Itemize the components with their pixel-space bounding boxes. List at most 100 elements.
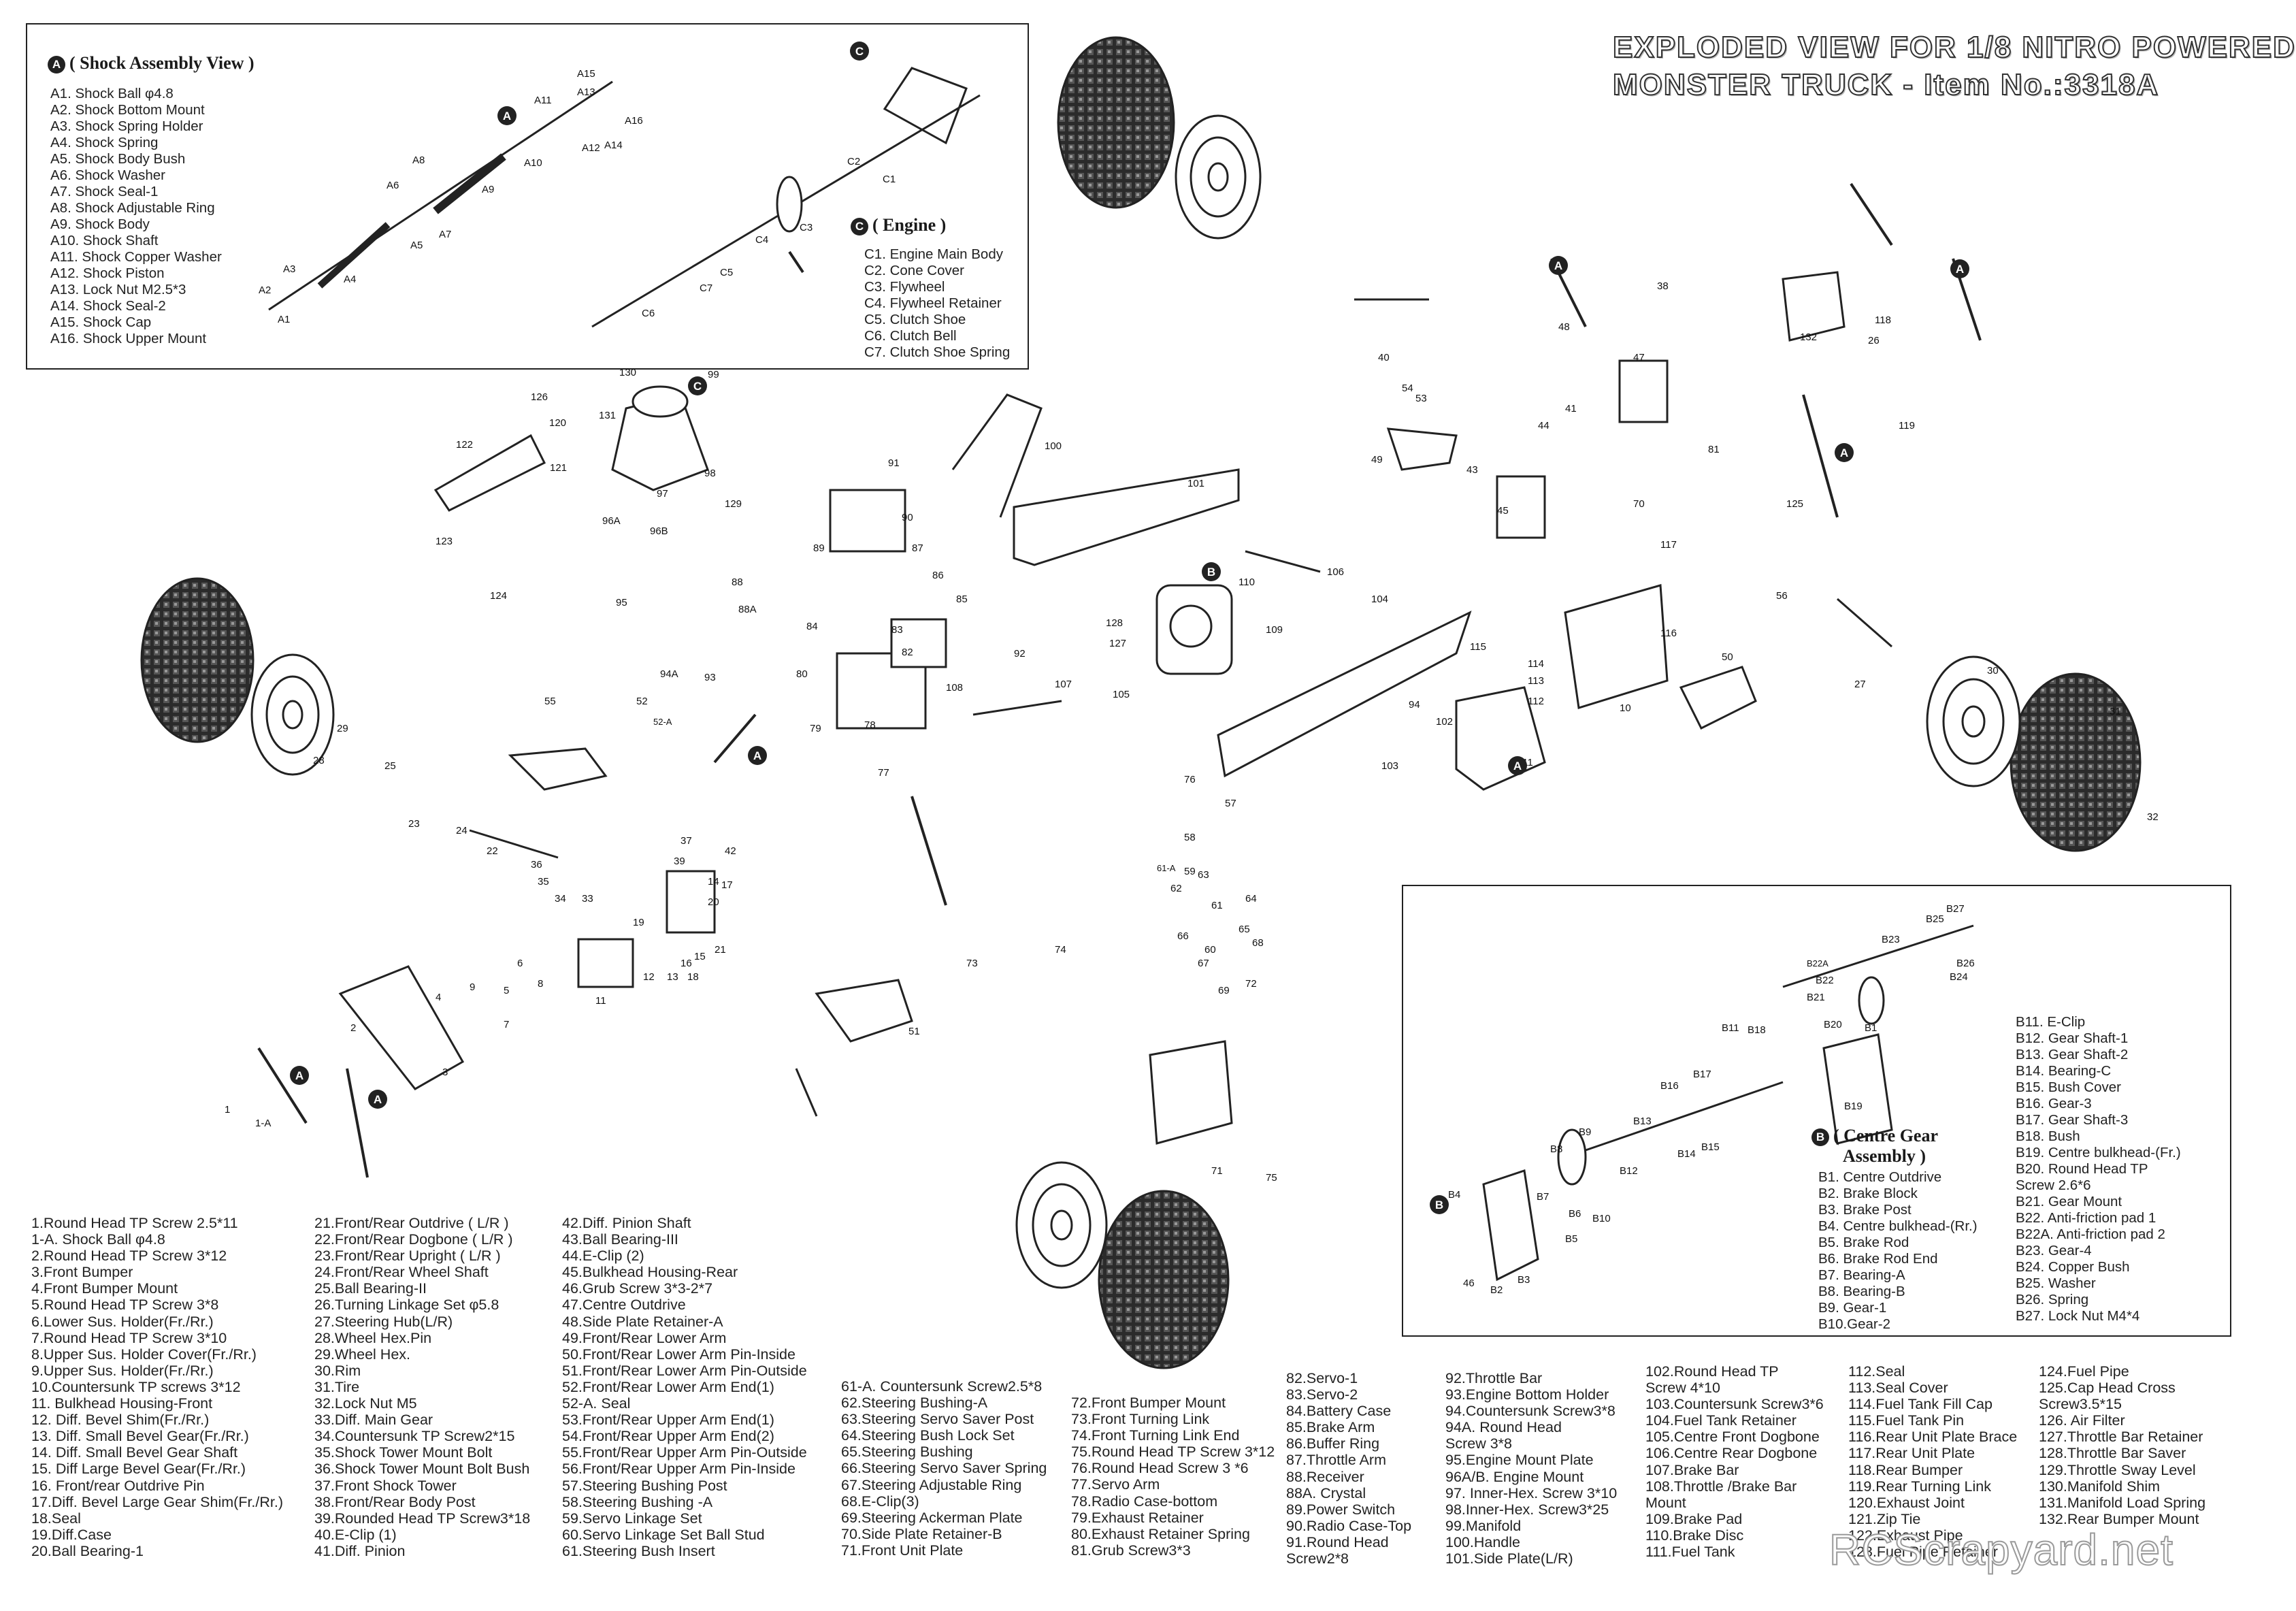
list-item: 32.Lock Nut M5	[314, 1395, 417, 1412]
list-item: A10. Shock Shaft	[50, 233, 159, 248]
list-item: 1-A. Shock Ball φ4.8	[31, 1231, 165, 1248]
callout-label: C4	[755, 234, 768, 246]
list-item: A3. Shock Spring Holder	[50, 118, 203, 134]
list-item: 86.Buffer Ring	[1286, 1435, 1380, 1452]
list-item: 10.Countersunk TP screws 3*12	[31, 1378, 241, 1395]
list-item: 101.Side Plate(L/R)	[1445, 1550, 1573, 1567]
list-item: 45.Bulkhead Housing-Rear	[562, 1264, 738, 1281]
callout-label: 20	[708, 896, 719, 908]
callout-label: 130	[619, 367, 636, 378]
callout-label: 21	[715, 944, 726, 956]
list-item: 22.Front/Rear Dogbone ( L/R )	[314, 1231, 513, 1248]
list-item: B21. Gear Mount	[2016, 1194, 2122, 1209]
list-item: 52.Front/Rear Lower Arm End(1)	[562, 1378, 774, 1395]
callout-label: 85	[956, 593, 968, 605]
list-item: C7. Clutch Shoe Spring	[864, 344, 1011, 360]
list-item: B8. Bearing-B	[1818, 1284, 1905, 1299]
callout-label: B13	[1633, 1116, 1652, 1127]
callout-label: A1	[278, 314, 290, 325]
callout-label: 52-A	[653, 717, 672, 727]
list-item: 63.Steering Servo Saver Post	[841, 1411, 1034, 1428]
shock-assembly-badge: A	[48, 56, 65, 74]
list-item: 69.Steering Ackerman Plate	[841, 1509, 1023, 1526]
list-item: A6. Shock Washer	[50, 167, 166, 183]
list-item: 84.Battery Case	[1286, 1403, 1392, 1420]
callout-label: 28	[313, 755, 325, 766]
list-item: A11. Shock Copper Washer	[50, 249, 222, 265]
callout-label: A11	[534, 95, 552, 106]
sub-assembly-marker-label: A	[1554, 259, 1562, 272]
sub-assembly-marker	[368, 1090, 387, 1109]
callout-label: 57	[1225, 798, 1236, 809]
list-item: 64.Steering Bush Lock Set	[841, 1427, 1015, 1444]
callout-label: A6	[387, 180, 399, 191]
list-item: 94A. Round Head	[1445, 1419, 1562, 1436]
list-item: B9. Gear-1	[1818, 1300, 1887, 1316]
engine-heading: C( Engine )	[851, 215, 946, 236]
list-item: 121.Zip Tie	[1848, 1510, 1921, 1527]
list-item: 37.Front Shock Tower	[314, 1477, 457, 1494]
callout-label: B18	[1748, 1024, 1766, 1036]
callout-label: 8	[538, 978, 543, 990]
list-item: B5. Brake Rod	[1818, 1235, 1909, 1250]
callout-label: 108	[946, 682, 963, 694]
sub-assembly-marker-label: A	[1513, 760, 1522, 772]
callout-label: 132	[1800, 331, 1817, 343]
list-item: C5. Clutch Shoe	[864, 312, 966, 327]
callout-label: B16	[1660, 1080, 1679, 1092]
callout-label: 94	[1409, 699, 1420, 711]
list-item: 110.Brake Disc	[1645, 1527, 1744, 1544]
callout-label: 6	[517, 958, 523, 969]
list-item: 60.Servo Linkage Set Ball Stud	[562, 1526, 765, 1543]
list-item: 9.Upper Sus. Holder(Fr./Rr.)	[31, 1362, 214, 1379]
callout-label: 22	[487, 845, 498, 857]
callout-label: 96B	[650, 525, 668, 537]
callout-label: B26	[1956, 958, 1975, 969]
list-item: 78.Radio Case-bottom	[1071, 1493, 1218, 1510]
callout-label: 43	[1466, 464, 1478, 476]
sub-assembly-marker-label: A	[1956, 263, 1964, 276]
callout-label: 89	[813, 542, 825, 554]
engine-badge: C	[851, 218, 868, 236]
callout-label: 9	[470, 981, 475, 993]
callout-label: 53	[1415, 393, 1427, 404]
list-item: 73.Front Turning Link	[1071, 1411, 1210, 1428]
list-item: 130.Manifold Shim	[2039, 1478, 2161, 1495]
callout-label: B15	[1701, 1141, 1720, 1153]
callout-label: 95	[616, 597, 627, 608]
callout-label: 118	[1875, 314, 1891, 326]
callout-label: 81	[1708, 444, 1720, 455]
callout-label: 109	[1266, 624, 1283, 636]
callout-label: C3	[800, 222, 813, 233]
centre-gear-heading: B( Centre Gear Assembly )	[1811, 1126, 1938, 1167]
sub-assembly-marker-label: A	[374, 1093, 382, 1106]
list-item: B15. Bush Cover	[2016, 1079, 2121, 1095]
callout-label: 107	[1055, 679, 1072, 690]
list-item: 100.Handle	[1445, 1533, 1520, 1550]
list-item: 23.Front/Rear Upright ( L/R )	[314, 1248, 501, 1265]
callout-label: 11	[595, 995, 606, 1007]
callout-label: 35	[538, 876, 549, 888]
callout-label: B5	[1565, 1233, 1577, 1245]
callout-label: 45	[1497, 505, 1509, 517]
list-item: 70.Side Plate Retainer-B	[841, 1525, 1002, 1542]
tire-front-right	[1015, 1161, 1230, 1369]
callout-label: 76	[1184, 774, 1196, 785]
callout-label: 131	[599, 410, 616, 421]
list-item: 87.Throttle Arm	[1286, 1452, 1386, 1469]
list-item: 97. Inner-Hex. Screw 3*10	[1445, 1484, 1618, 1501]
list-item: 123.Fuel Pipe Retainer	[1848, 1544, 1998, 1561]
list-item: 47.Centre Outdrive	[562, 1297, 686, 1314]
callout-label: 127	[1109, 638, 1126, 649]
list-item: B16. Gear-3	[2016, 1096, 2092, 1111]
callout-label: 44	[1538, 420, 1549, 432]
callout-label: 61-A	[1157, 863, 1176, 873]
list-item: 50.Front/Rear Lower Arm Pin-Inside	[562, 1346, 796, 1363]
list-item: 5.Round Head TP Screw 3*8	[31, 1297, 219, 1314]
callout-label: 25	[384, 760, 396, 772]
list-item: A1. Shock Ball φ4.8	[50, 86, 174, 101]
